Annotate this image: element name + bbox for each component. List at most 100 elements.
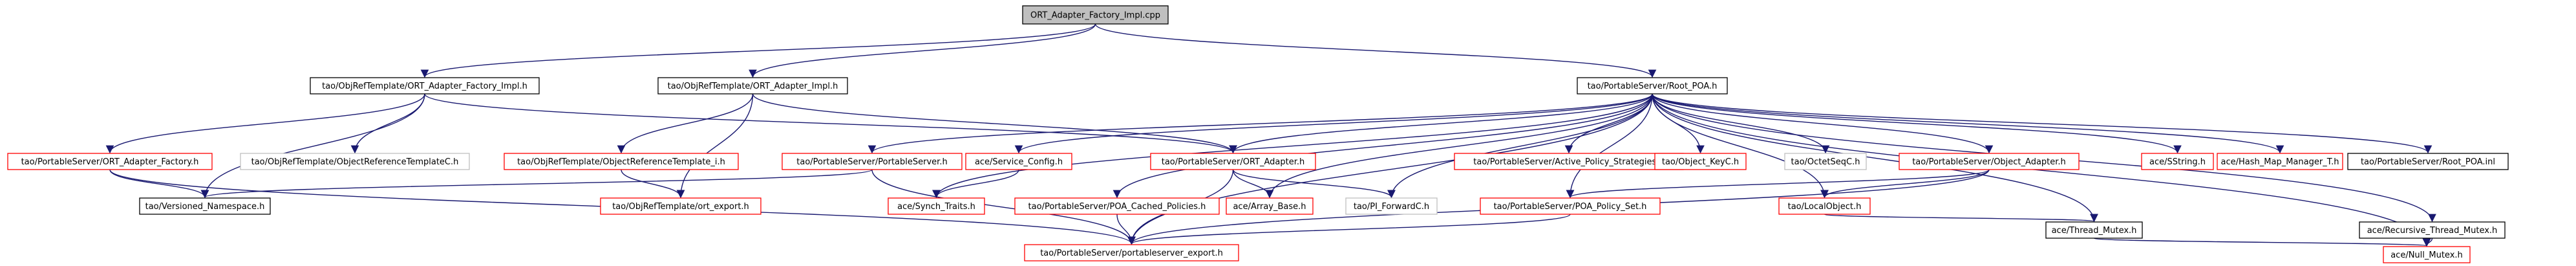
node-label: ORT_Adapter_Factory_Impl.cpp: [1030, 11, 1160, 21]
dependency-arrow: [1820, 169, 1990, 199]
dependency-arrow: [932, 169, 1019, 199]
dependency-arrow: [1112, 93, 1653, 199]
include-file-node[interactable]: ace/Hash_Map_Manager_T.h: [2217, 153, 2343, 170]
node-label: tao/ObjRefTemplate/ORT_Adapter_Factory_I…: [322, 82, 527, 91]
dependency-arrow: [621, 169, 685, 199]
dependency-arrow: [1127, 214, 1571, 245]
node-box: [504, 153, 739, 170]
include-file-node[interactable]: tao/ObjRefTemplate/ORT_Adapter_Factory_I…: [310, 77, 540, 94]
node-label: ace/Synch_Traits.h: [897, 202, 975, 212]
node-label: ace/Null_Mutex.h: [2390, 250, 2463, 260]
include-file-node[interactable]: ace/Array_Base.h: [1226, 197, 1314, 215]
dependency-arrow: [749, 23, 1096, 78]
dependency-arrow: [1566, 169, 1990, 199]
node-label: tao/OctetSeqC.h: [1791, 157, 1860, 167]
dependency-arrow: [1229, 93, 1653, 154]
node-box: [600, 197, 761, 215]
dependency-arrow: [1652, 93, 2432, 154]
dependency-arrow: [420, 23, 1096, 78]
dependency-arrow: [1652, 93, 2182, 154]
include-file-node[interactable]: tao/ObjRefTemplate/ORT_Adapter_Impl.h: [657, 77, 848, 94]
dependency-arrow: [2093, 238, 2431, 247]
include-file-node[interactable]: ace/Synch_Traits.h: [888, 197, 985, 215]
dependency-arrow: [932, 93, 1653, 199]
dependency-arrow: [1566, 93, 1653, 199]
node-box: [2217, 153, 2343, 170]
include-file-node[interactable]: tao/Object_KeyC.h: [1654, 153, 1747, 170]
node-box: [1022, 5, 1169, 25]
node-box: [1480, 197, 1661, 215]
dependency-arrow: [676, 93, 754, 199]
node-label: tao/PortableServer/Active_Policy_Strateg…: [1473, 157, 1664, 167]
include-file-node[interactable]: tao/PortableServer/PortableServer.h: [782, 153, 963, 170]
include-file-node[interactable]: tao/ObjRefTemplate/ObjectReferenceTempla…: [504, 153, 739, 170]
dependency-arrow: [871, 169, 1136, 245]
dependency-arrow: [200, 93, 425, 199]
node-label: tao/LocalObject.h: [1788, 202, 1862, 212]
dependency-arrow: [1652, 93, 2098, 223]
node-label: tao/PortableServer/ORT_Adapter.h: [1162, 157, 1305, 167]
node-box: [1899, 153, 2080, 170]
include-file-node[interactable]: tao/PortableServer/ORT_Adapter_Factory.h: [7, 153, 213, 170]
node-label: ace/Service_Config.h: [975, 157, 1063, 167]
node-label: tao/PortableServer/PortableServer.h: [796, 157, 947, 167]
include-file-node[interactable]: ace/Null_Mutex.h: [2383, 246, 2471, 263]
node-box: [2141, 153, 2214, 170]
include-file-node[interactable]: tao/PortableServer/ORT_Adapter.h: [1150, 153, 1316, 170]
include-file-node[interactable]: tao/PortableServer/Active_Policy_Strateg…: [1454, 153, 1684, 170]
include-file-node[interactable]: tao/PortableServer/Object_Adapter.h: [1899, 153, 2080, 170]
dependency-arrow: [1094, 23, 1657, 78]
dependency-arrow: [1014, 93, 1653, 154]
dependency-arrow: [1824, 214, 2098, 223]
dependency-arrow: [1265, 93, 1653, 199]
include-file-node[interactable]: tao/ObjRefTemplate/ObjectReferenceTempla…: [240, 153, 470, 170]
node-label: tao/ObjRefTemplate/ORT_Adapter_Impl.h: [668, 82, 838, 91]
dependency-arrow: [1232, 169, 1274, 199]
node-box: [1150, 153, 1316, 170]
include-file-node[interactable]: tao/PI_ForwardC.h: [1345, 197, 1438, 215]
dependency-arrow: [1652, 93, 1829, 199]
include-file-node[interactable]: tao/OctetSeqC.h: [1784, 153, 1867, 170]
include-file-node[interactable]: ace/Recursive_Thread_Mutex.h: [2359, 221, 2506, 239]
include-file-node[interactable]: ace/Service_Config.h: [965, 153, 1072, 170]
node-box: [965, 153, 1072, 170]
include-file-node[interactable]: tao/PortableServer/POA_Cached_Policies.h: [1014, 197, 1220, 215]
root-file-node: ORT_Adapter_Factory_Impl.cpp: [1022, 5, 1169, 25]
dependency-arrow: [1652, 93, 1994, 154]
node-label: tao/PortableServer/POA_Cached_Policies.h: [1028, 202, 1206, 212]
node-box: [240, 153, 470, 170]
node-box: [657, 77, 848, 94]
node-box: [2347, 153, 2509, 170]
node-box: [310, 77, 540, 94]
include-file-node[interactable]: tao/PortableServer/portableserver_export…: [1024, 244, 1239, 261]
include-file-node[interactable]: tao/PortableServer/Root_POA.h: [1577, 77, 1728, 94]
node-box: [888, 197, 985, 215]
dependency-arrow: [752, 93, 1237, 154]
dependency-arrow: [109, 169, 209, 199]
node-label: tao/PI_ForwardC.h: [1354, 202, 1429, 212]
include-file-node[interactable]: tao/ObjRefTemplate/ort_export.h: [600, 197, 761, 215]
dependency-arrow: [201, 169, 873, 199]
node-label: tao/PortableServer/Root_POA.inl: [2361, 157, 2495, 167]
include-file-node[interactable]: ace/SString.h: [2141, 153, 2214, 170]
node-box: [139, 197, 271, 215]
dependency-arrow: [1232, 169, 1396, 199]
node-label: ace/Array_Base.h: [1233, 202, 1306, 212]
node-label: tao/ObjRefTemplate/ObjectReferenceTempla…: [517, 157, 725, 167]
dependency-arrow: [1652, 93, 2284, 154]
dependency-arrow: [1564, 93, 1653, 154]
include-file-node[interactable]: tao/PortableServer/POA_Policy_Set.h: [1480, 197, 1661, 215]
include-file-node[interactable]: ace/Thread_Mutex.h: [2045, 221, 2143, 239]
node-label: tao/PortableServer/ORT_Adapter_Factory.h: [21, 157, 199, 167]
node-box: [2045, 221, 2143, 239]
include-file-node[interactable]: tao/PortableServer/Root_POA.inl: [2347, 153, 2509, 170]
node-box: [7, 153, 213, 170]
node-box: [1014, 197, 1220, 215]
node-box: [2383, 246, 2471, 263]
dependency-arrow: [1652, 93, 1830, 154]
include-file-node[interactable]: tao/LocalObject.h: [1778, 197, 1871, 215]
dependency-arrow: [2422, 238, 2433, 247]
include-file-node[interactable]: tao/Versioned_Namespace.h: [139, 197, 271, 215]
node-label: ace/Thread_Mutex.h: [2052, 226, 2137, 236]
